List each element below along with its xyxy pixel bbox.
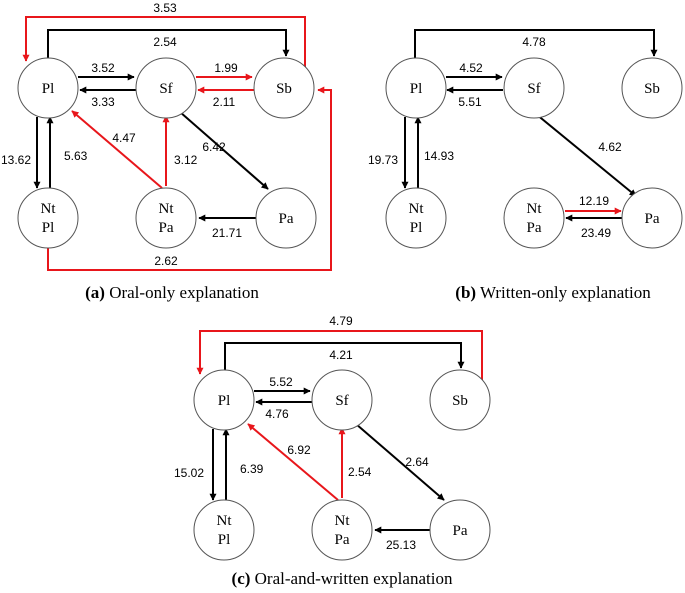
edge-ntpl-to-sb: [47, 86, 332, 271]
edge-sb-to-pl: [22, 16, 306, 67]
edge-label-pl-sf: 5.52: [269, 375, 293, 389]
edge-ntpa-to-pl: [71, 110, 163, 189]
node-label-line2: Pl: [410, 220, 423, 236]
node-sf: Sf: [135, 57, 197, 119]
edge-label-ntpa-pa: 12.19: [579, 194, 609, 208]
node-nt-pa: Nt Pa: [135, 187, 197, 249]
edge-label-sf-pl: 3.33: [91, 95, 115, 109]
edge-pl-to-sb: [414, 29, 658, 60]
node-label-line1: Nt: [159, 201, 175, 217]
edge-label-pl-sf: 4.52: [459, 61, 483, 75]
caption-a: (a) Oral-only explanation: [85, 283, 259, 302]
node-label: Pl: [42, 81, 55, 97]
edge-label-pl-ntpl: 19.73: [368, 153, 398, 167]
edge-label-pa-ntpa: 23.49: [581, 226, 611, 240]
node-nt-pl: Nt Pl: [385, 187, 447, 249]
edge-label-pl-sf: 3.52: [91, 61, 115, 75]
node-pa: Pa: [429, 499, 491, 561]
node-label-line2: Pa: [335, 532, 350, 548]
node-nt-pl: Nt Pl: [193, 499, 255, 561]
edge-label-sf-sb: 1.99: [214, 61, 238, 75]
edge-sf-to-pa: [179, 111, 269, 190]
node-pl: Pl: [17, 57, 79, 119]
node-sb: Sb: [429, 369, 491, 431]
edge-pl-to-sb: [224, 342, 465, 373]
caption-text: Oral-and-written explanation: [255, 569, 453, 588]
edge-ntpa-to-pl: [247, 423, 339, 501]
edge-label-sf-pa: 4.62: [598, 140, 622, 154]
edge-label-ntpl-pl: 14.93: [424, 149, 454, 163]
caption-tag: (b): [455, 283, 476, 302]
node-label: Pl: [218, 393, 231, 409]
node-sb: Sb: [621, 57, 683, 119]
node-sf: Sf: [311, 369, 373, 431]
node-label-line1: Nt: [217, 513, 233, 529]
edge-label-ntpl-pl: 6.39: [240, 462, 264, 476]
node-label: Pl: [410, 81, 423, 97]
edge-label-pl-sb: 4.78: [522, 35, 546, 49]
edge-label-sb-pl: 3.53: [153, 1, 177, 15]
edge-sf-to-pa: [355, 423, 445, 501]
node-label-line2: Pa: [527, 220, 542, 236]
node-sf: Sf: [503, 57, 565, 119]
node-label: Sf: [335, 393, 348, 409]
node-label: Sf: [527, 81, 540, 97]
node-label: Sf: [159, 81, 172, 97]
caption-tag: (a): [85, 283, 105, 302]
edge-label-ntpa-sf: 2.54: [348, 465, 372, 479]
edge-label-pl-sb: 2.54: [153, 35, 177, 49]
edge-label-ntpa-sf: 3.12: [174, 153, 198, 167]
caption-c: (c) Oral-and-written explanation: [232, 569, 453, 588]
edge-label-ntpl-pl: 5.63: [64, 149, 88, 163]
node-sb: Sb: [253, 57, 315, 119]
node-label-line1: Nt: [527, 201, 543, 217]
node-pl: Pl: [385, 57, 447, 119]
edge-pl-to-sb: [47, 29, 290, 60]
edge-label-pl-ntpl: 13.62: [1, 153, 31, 167]
node-label: Sb: [644, 81, 660, 97]
edge-label-sb-pl: 4.79: [329, 314, 353, 328]
node-label-line2: Pa: [159, 220, 174, 236]
node-pa: Pa: [621, 187, 683, 249]
node-label: Sb: [452, 393, 468, 409]
caption-b: (b) Written-only explanation: [455, 283, 651, 302]
node-pa: Pa: [255, 187, 317, 249]
edge-label-ntpl-sb: 2.62: [154, 254, 178, 268]
edge-label-pl-ntpl: 15.02: [174, 466, 204, 480]
edge-label-ntpa-pl: 6.92: [287, 443, 311, 457]
edge-label-sf-pa: 6.42: [202, 140, 226, 154]
panel-c: 4.79 4.21 5.52 4.76 15.02 6.39 6.92 2.54…: [174, 314, 491, 588]
node-label-line1: Nt: [409, 201, 425, 217]
edge-label-pa-ntpa: 21.71: [212, 226, 242, 240]
edge-sb-to-pl: [196, 330, 483, 380]
node-label: Pa: [453, 523, 468, 539]
edge-label-pl-sb: 4.21: [329, 348, 353, 362]
node-label-line2: Pl: [42, 220, 55, 236]
edge-label-sb-sf: 2.11: [213, 95, 236, 109]
caption-text: Oral-only explanation: [109, 283, 259, 302]
caption-text: Written-only explanation: [480, 283, 651, 302]
node-label-line1: Nt: [335, 513, 351, 529]
edge-label-sf-pl: 5.51: [458, 95, 482, 109]
node-label-line2: Pl: [218, 532, 231, 548]
node-nt-pa: Nt Pa: [311, 499, 373, 561]
node-label: Pa: [645, 211, 660, 227]
caption-tag: (c): [232, 569, 251, 588]
edge-label-ntpa-pl: 4.47: [112, 131, 136, 145]
panel-b: 4.78 4.52 5.51 19.73 14.93 4.62 12.19 23…: [368, 29, 683, 302]
node-nt-pa: Nt Pa: [503, 187, 565, 249]
edge-sf-to-pa: [535, 113, 637, 197]
edge-label-pa-ntpa: 25.13: [386, 538, 416, 552]
edge-label-sf-pl: 4.76: [265, 407, 289, 421]
node-nt-pl: Nt Pl: [17, 187, 79, 249]
node-label: Sb: [276, 81, 292, 97]
panel-a: 3.53 2.54 3.52 3.33 1.99 2.11 13.62 5.63…: [1, 1, 332, 302]
node-pl: Pl: [193, 369, 255, 431]
node-label-line1: Nt: [41, 201, 57, 217]
edge-label-sf-pa: 2.64: [405, 455, 429, 469]
node-label: Pa: [279, 211, 294, 227]
